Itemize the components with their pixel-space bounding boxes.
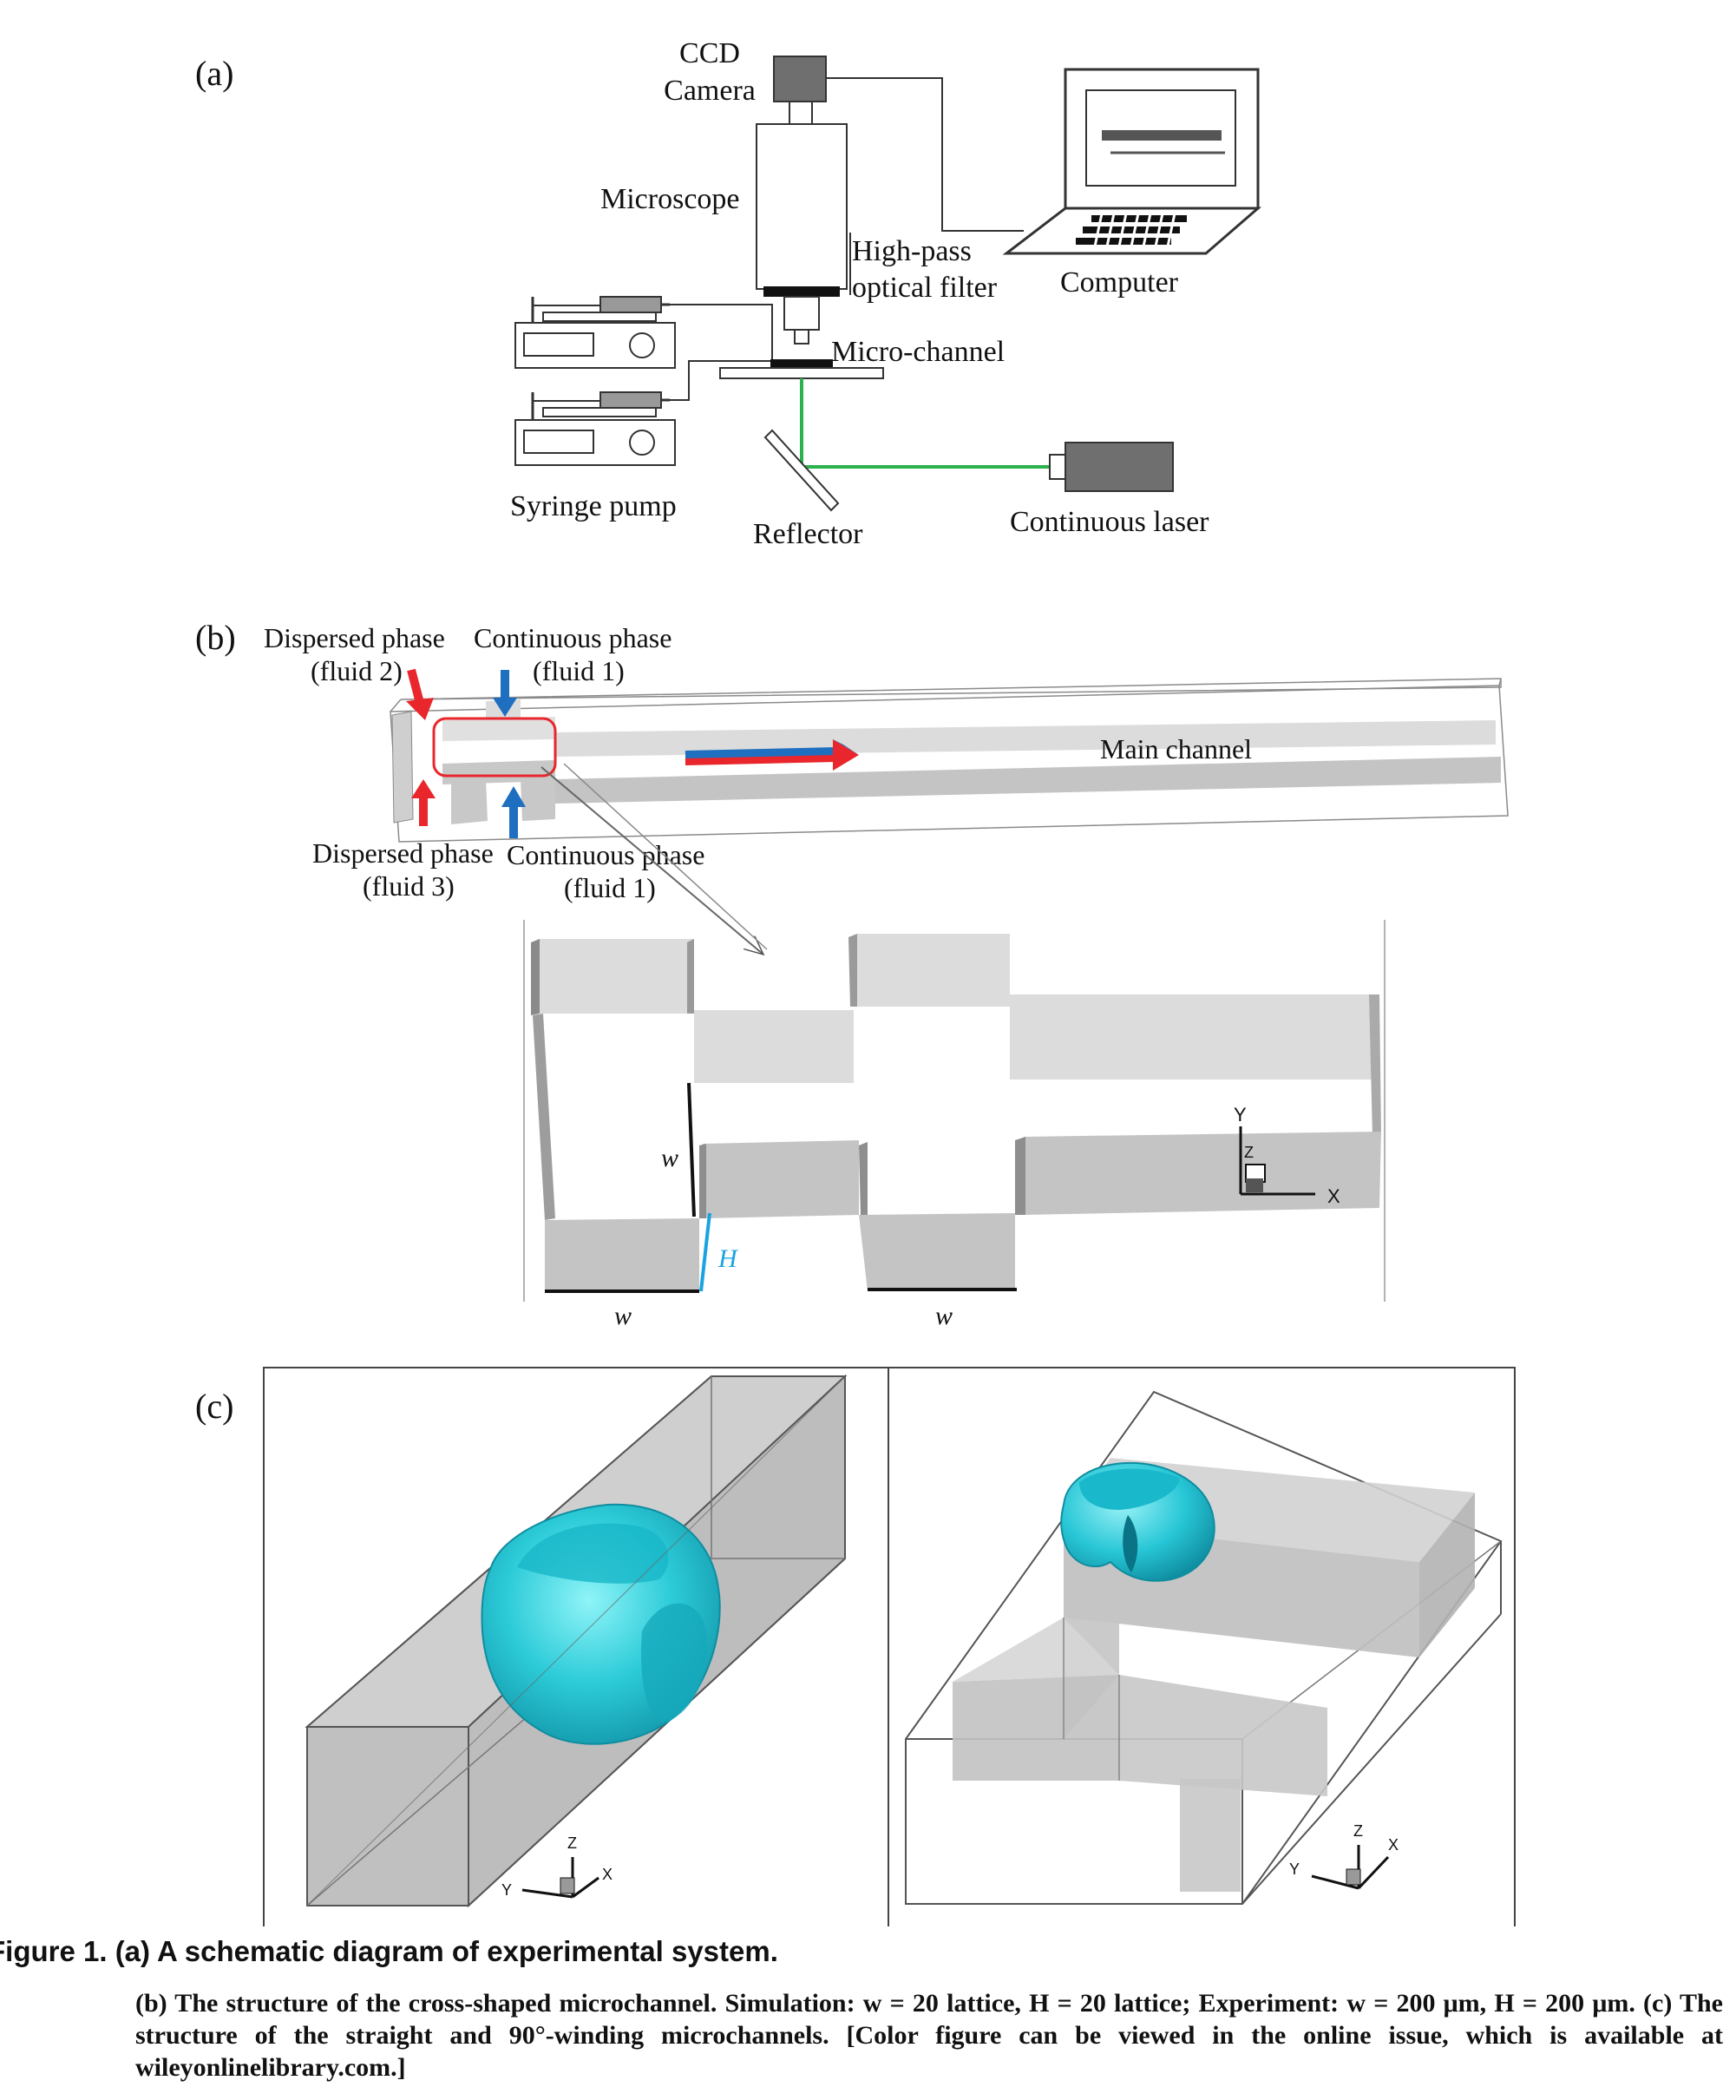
objective-tip-icon (795, 330, 809, 344)
main-channel-label: Main channel (1100, 733, 1252, 765)
junction-top-wall (442, 717, 555, 741)
panel-b-label: (b) (195, 618, 236, 657)
inlet-left-wall (392, 712, 413, 823)
dispersed-bottom-label-line1: Dispersed phase (312, 837, 494, 869)
axis-x-label-c-left: X (602, 1866, 613, 1883)
microscope-stage-icon (720, 368, 883, 378)
w-label-bottom-left: w (614, 1302, 632, 1330)
dispersed-bottom-label-line2: (fluid 3) (363, 870, 455, 902)
h-dimension (701, 1213, 710, 1291)
dispersed-top-label-line1: Dispersed phase (264, 622, 445, 653)
micro-channel-label: Micro-channel (831, 336, 1005, 368)
continuous-laser-label: Continuous laser (1010, 506, 1209, 538)
axis-z-label-c-right: Z (1353, 1822, 1363, 1840)
panel-a-label: (a) (195, 54, 233, 93)
inlet-bottom-branch-1 (451, 779, 488, 824)
w-label-bottom-right: w (935, 1302, 953, 1330)
filter-label-line1: High-pass (852, 235, 972, 267)
caption-title: Figure 1. (a) A schematic diagram of exp… (0, 1935, 778, 1968)
axis-y-label-c-right: Y (1289, 1860, 1300, 1878)
dispersed-arrow-bottom (411, 779, 436, 826)
camera-computer-cable (826, 78, 1024, 231)
optical-filter-icon (763, 286, 840, 297)
syringe-pump-label: Syringe pump (510, 490, 677, 522)
axis-x-label-c-right: X (1388, 1836, 1399, 1854)
computer-label: Computer (1060, 266, 1179, 299)
panel-a: (a) CCD Camera Microscope High-pass opti… (195, 37, 1258, 550)
axis-y-label-b: Y (1234, 1104, 1247, 1125)
continuous-top-label-line1: Continuous phase (474, 622, 671, 653)
h-label: H (717, 1244, 739, 1273)
ccd-camera-label-line1: CCD (679, 37, 740, 69)
computer-icon (1006, 69, 1258, 253)
panel-c-label: (c) (195, 1387, 233, 1426)
micro-channel-chip-icon (770, 359, 833, 368)
microscope-label: Microscope (600, 183, 740, 215)
w-label-vertical: w (661, 1144, 678, 1172)
microscope-body-icon (757, 124, 847, 289)
axis-z-label-c-left: Z (567, 1834, 577, 1852)
laser-beam (802, 378, 1050, 467)
panel-c: (c) Z Y X (195, 1368, 1515, 1926)
dispersed-top-label-line2: (fluid 2) (311, 655, 403, 686)
zoomed-junction (524, 920, 1385, 1302)
pump-tube-top (670, 305, 772, 359)
junction-bottom-wall (442, 760, 555, 784)
axis-z-label-b: Z (1244, 1144, 1254, 1161)
objective-lens-icon (784, 297, 819, 330)
figure-1: (a) CCD Camera Microscope High-pass opti… (0, 0, 1736, 1926)
inlet-bottom-branch-2 (521, 778, 555, 821)
axis-x-label-b: X (1327, 1185, 1340, 1207)
axis-y-label-c-left: Y (501, 1881, 512, 1899)
pump-tube-bottom (670, 361, 770, 400)
cross-channel-3d (390, 679, 1508, 842)
w-dimension-vertical (689, 1083, 694, 1217)
camera-mount (789, 102, 812, 124)
panel-b: (b) Dispersed phase (fluid 2) Continuous… (195, 618, 1508, 1330)
reflector-label: Reflector (753, 518, 863, 550)
syringe-pump-bottom-icon (515, 392, 675, 465)
ccd-camera-icon (774, 56, 826, 102)
syringe-pump-top-icon (515, 297, 675, 368)
filter-label-line2: optical filter (852, 272, 998, 304)
continuous-top-label-line2: (fluid 1) (533, 655, 625, 686)
ccd-camera-label-line2: Camera (664, 75, 756, 107)
continuous-laser-icon (1050, 443, 1173, 491)
continuous-bottom-label-line2: (fluid 1) (564, 872, 656, 903)
caption-body: (b) The structure of the cross-shaped mi… (135, 1987, 1723, 2084)
